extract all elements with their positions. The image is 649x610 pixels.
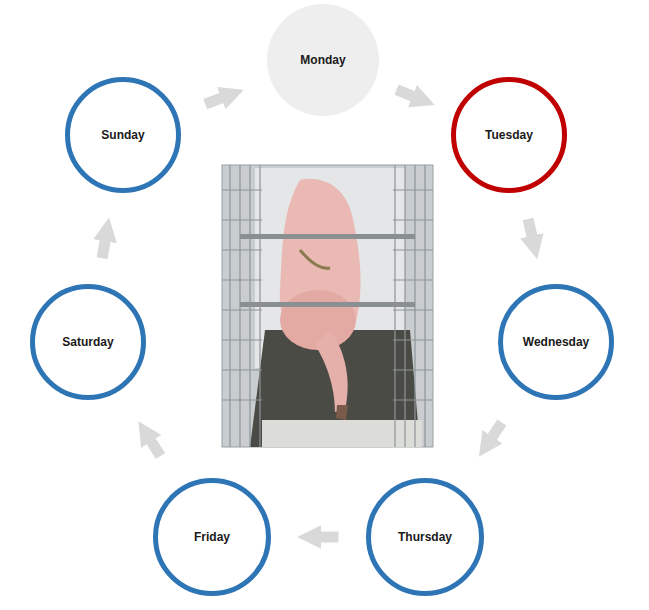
cycle-arrow [397,90,417,98]
cycle-arrow [205,96,226,104]
day-label: Thursday [398,530,452,544]
cycle-arrow [490,422,502,440]
pig-crate-photo [222,165,433,447]
day-label: Sunday [101,128,144,142]
day-label: Monday [300,53,345,67]
day-label: Friday [194,530,230,544]
day-circle-current: Monday [267,4,379,116]
day-circle: Wednesday [498,284,614,400]
cycle-arrow [317,532,339,543]
day-circle: Saturday [30,284,146,400]
cycle-arrow [528,219,533,240]
cycle-arrow [102,237,106,259]
cycle-arrow [149,437,161,456]
day-label: Tuesday [485,128,533,142]
day-label: Wednesday [523,335,589,349]
day-circle: Thursday [366,478,484,596]
day-circle: Friday [153,478,271,596]
day-circle-highlighted: Tuesday [451,77,567,193]
day-label: Saturday [62,335,113,349]
day-circle: Sunday [65,77,181,193]
